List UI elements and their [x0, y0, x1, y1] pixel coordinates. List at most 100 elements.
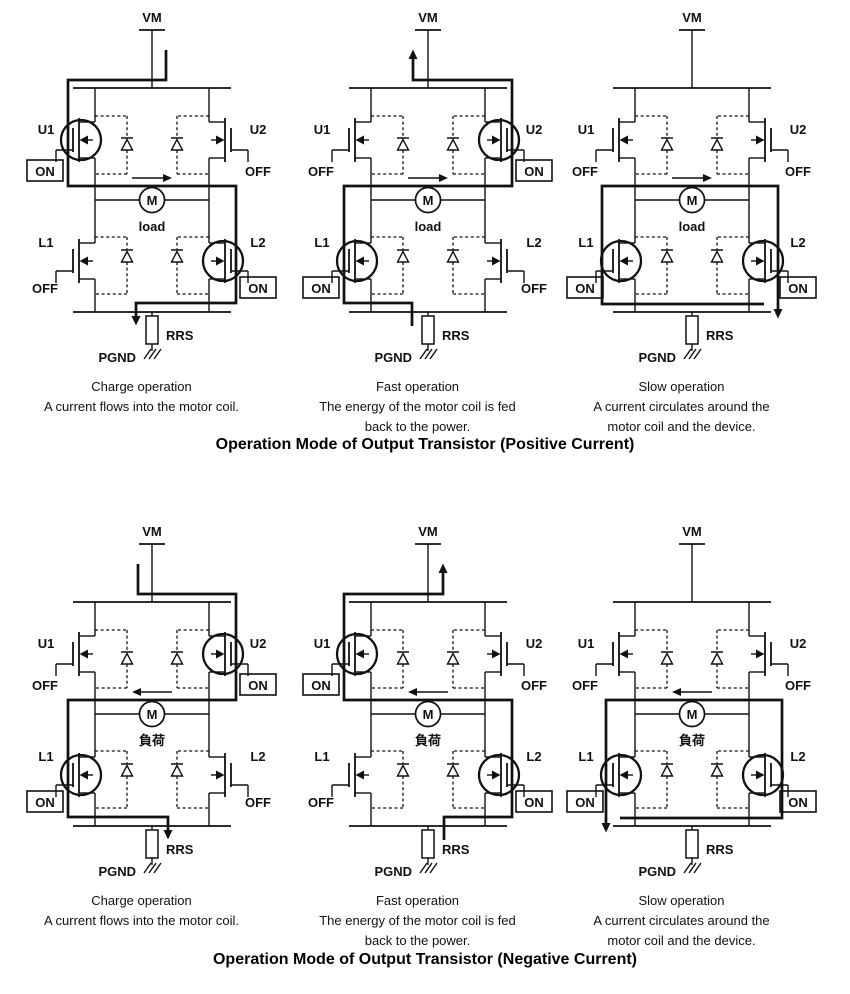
state-u2: OFF [245, 164, 271, 179]
state-l2: ON [239, 276, 277, 299]
wires [73, 543, 231, 827]
svg-text:L2: L2 [526, 749, 541, 764]
svg-text:M: M [147, 193, 158, 208]
current-path [66, 50, 238, 326]
caption-body: A current flows into the motor coil. [43, 399, 240, 414]
load-current-arrow [672, 688, 712, 696]
caption-charge-negative: Charge operation A current flows into th… [0, 891, 283, 931]
svg-text:ON: ON [524, 164, 544, 179]
state-u1: OFF [572, 164, 598, 179]
svg-text:L1: L1 [314, 749, 329, 764]
svg-text:ON: ON [575, 795, 595, 810]
caption-title: Slow operation [638, 379, 725, 394]
svg-text:load: load [415, 219, 442, 234]
svg-text:負荷: 負荷 [415, 733, 441, 748]
svg-text:PGND: PGND [98, 350, 136, 365]
transistor-u2 [749, 118, 789, 162]
state-u1: OFF [572, 678, 598, 693]
on-highlight-l2 [201, 239, 245, 283]
current-path [66, 564, 238, 840]
svg-text:M: M [687, 193, 698, 208]
section-title-positive: Operation Mode of Output Transistor (Pos… [215, 436, 635, 453]
caption-body: The energy of the motor coil is fed back… [319, 399, 516, 434]
state-u2: OFF [521, 678, 547, 693]
wires [349, 543, 507, 827]
on-highlight-l1 [335, 239, 379, 283]
state-l2: OFF [245, 795, 271, 810]
svg-text:VM: VM [682, 524, 702, 539]
svg-text:OFF: OFF [245, 795, 271, 810]
state-u1: ON [302, 673, 340, 696]
svg-text:ON: ON [248, 678, 268, 693]
state-l2: ON [779, 790, 817, 813]
svg-text:VM: VM [682, 10, 702, 25]
motor: M負荷 [138, 700, 166, 748]
svg-text:ON: ON [311, 281, 331, 296]
transistor-l2 [485, 239, 525, 283]
svg-text:U2: U2 [250, 636, 267, 651]
caption-title: Charge operation [91, 893, 192, 908]
svg-text:PGND: PGND [374, 350, 412, 365]
svg-text:OFF: OFF [572, 678, 598, 693]
on-highlight-l2 [477, 753, 521, 797]
state-l1: OFF [32, 281, 58, 296]
svg-text:VM: VM [142, 524, 162, 539]
state-l1: ON [566, 276, 604, 299]
svg-text:load: load [139, 219, 166, 234]
svg-text:PGND: PGND [98, 864, 136, 879]
svg-text:PGND: PGND [638, 864, 676, 879]
on-highlight-l1 [59, 753, 103, 797]
pgnd-ground: PGND [98, 348, 162, 365]
svg-text:OFF: OFF [308, 795, 334, 810]
svg-text:OFF: OFF [245, 164, 271, 179]
current-path [600, 184, 783, 319]
svg-text:L2: L2 [250, 749, 265, 764]
svg-text:負荷: 負荷 [139, 733, 165, 748]
wires [613, 29, 771, 313]
svg-text:L1: L1 [314, 235, 329, 250]
svg-text:U1: U1 [314, 122, 331, 137]
caption-body: A current flows into the motor coil. [43, 913, 240, 928]
svg-text:U1: U1 [38, 122, 55, 137]
caption-charge-positive: Charge operation A current flows into th… [0, 377, 283, 417]
state-l1: ON [566, 790, 604, 813]
load-current-arrow [408, 688, 448, 696]
state-l2: ON [515, 790, 553, 813]
svg-text:M: M [423, 193, 434, 208]
transistor-l1 [55, 239, 95, 283]
svg-text:RRS: RRS [166, 328, 194, 343]
load-current-arrow [132, 174, 172, 182]
state-u2: OFF [785, 164, 811, 179]
load-current-arrow [408, 174, 448, 182]
wires [73, 29, 231, 313]
sense-resistor: RRS [145, 826, 194, 865]
on-highlight-u1 [59, 118, 103, 162]
caption-title: Fast operation [375, 893, 460, 908]
svg-text:U1: U1 [578, 636, 595, 651]
svg-text:L2: L2 [790, 749, 805, 764]
sense-resistor: RRS [421, 826, 470, 865]
transistor-u2 [749, 632, 789, 676]
caption-fast-negative: Fast operation The energy of the motor c… [276, 891, 559, 951]
transistor-u2 [485, 632, 525, 676]
motor: M負荷 [414, 700, 442, 748]
transistor-u1 [595, 632, 635, 676]
caption-slow-negative: Slow operation A current circulates arou… [540, 891, 823, 951]
caption-body: A current circulates around the motor co… [593, 913, 770, 948]
svg-text:L1: L1 [578, 749, 593, 764]
state-u1: OFF [32, 678, 58, 693]
svg-text:OFF: OFF [32, 281, 58, 296]
svg-text:VM: VM [418, 10, 438, 25]
state-l1: ON [302, 276, 340, 299]
caption-body: A current circulates around the motor co… [593, 399, 770, 434]
svg-text:OFF: OFF [308, 164, 334, 179]
state-l1: OFF [308, 795, 334, 810]
svg-text:load: load [679, 219, 706, 234]
on-highlight-u1 [335, 632, 379, 676]
state-u1: OFF [308, 164, 334, 179]
sense-resistor: RRS [145, 312, 194, 351]
